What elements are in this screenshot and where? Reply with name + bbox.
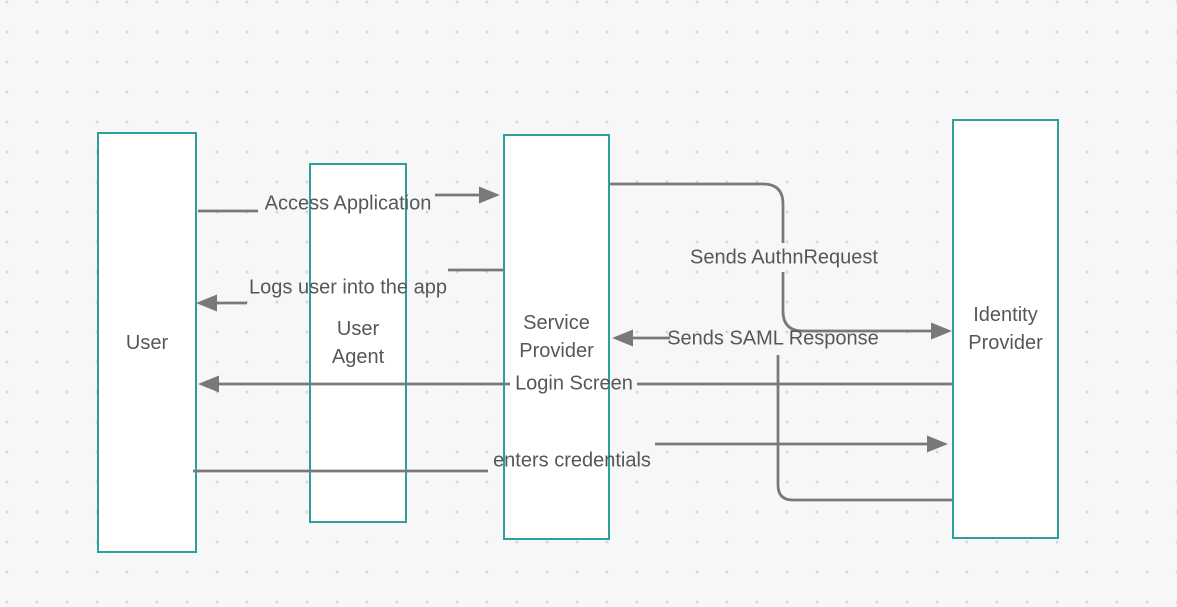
arrowhead-logs-user-into-app (196, 294, 217, 312)
shape-identity-provider-label-line1: Identity (973, 304, 1038, 326)
connector-logs-user-into-app[interactable] (196, 268, 503, 312)
arrowhead-access-application (479, 186, 500, 204)
connector-access-application[interactable] (198, 186, 500, 213)
label-access-application[interactable]: Access Application (264, 192, 432, 215)
shape-identity-provider-label-line2: Provider (968, 332, 1043, 354)
connector-sends-authnrequest[interactable] (610, 182, 952, 340)
shape-service-provider[interactable]: Service Provider (503, 134, 610, 540)
label-logs-user-into-app[interactable]: Logs user into the app (249, 276, 447, 299)
arrowhead-sends-authnrequest (931, 322, 952, 340)
label-login-screen[interactable]: Login Screen (515, 372, 633, 395)
shape-service-provider-label-line2: Provider (519, 340, 594, 362)
label-sends-authnrequest[interactable]: Sends AuthnRequest (690, 246, 878, 269)
shape-user-agent-label-line1: User (336, 318, 380, 340)
shape-user-label: User (125, 331, 169, 354)
shape-service-provider-label-line1: Service (523, 312, 590, 334)
shape-identity-provider[interactable]: Identity Provider (952, 119, 1059, 539)
connector-enters-credentials[interactable] (193, 435, 948, 473)
shape-user-agent-label-line2: Agent (331, 346, 385, 368)
connector-login-screen[interactable] (198, 375, 952, 393)
shape-user[interactable]: User (97, 132, 197, 553)
connector-sends-saml-response[interactable] (612, 329, 952, 502)
arrowhead-enters-credentials (927, 435, 948, 453)
label-sends-saml-response[interactable]: Sends SAML Response (667, 327, 879, 350)
label-enters-credentials[interactable]: enters credentials (493, 449, 651, 472)
arrowhead-login-screen (198, 375, 219, 393)
arrowhead-sends-saml-response (612, 329, 633, 347)
shape-user-agent[interactable]: User Agent (309, 163, 407, 523)
